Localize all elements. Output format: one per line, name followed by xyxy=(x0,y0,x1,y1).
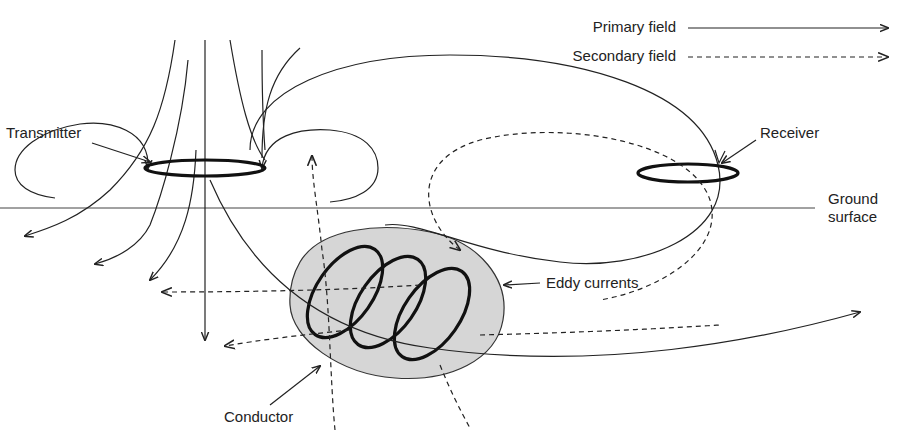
part-label: Transmitter xyxy=(6,124,106,142)
legend-sample xyxy=(688,56,888,57)
legend-text: Primary field xyxy=(593,18,676,36)
label-leaders xyxy=(92,140,756,405)
secondary-field-lines xyxy=(162,133,720,431)
part-label: Receiver xyxy=(760,124,850,142)
legend-text: Secondary field xyxy=(573,47,676,65)
primary-field-lines xyxy=(15,40,860,356)
field-arrowhead xyxy=(715,150,725,163)
part-label: Conductor xyxy=(224,408,324,426)
part-label: Ground surface xyxy=(828,190,890,226)
receiver-coil xyxy=(638,164,738,182)
transmitter-coil xyxy=(145,160,265,176)
part-label: Eddy currents xyxy=(546,274,686,292)
legend-sample xyxy=(688,27,888,28)
ground-line xyxy=(0,208,815,209)
